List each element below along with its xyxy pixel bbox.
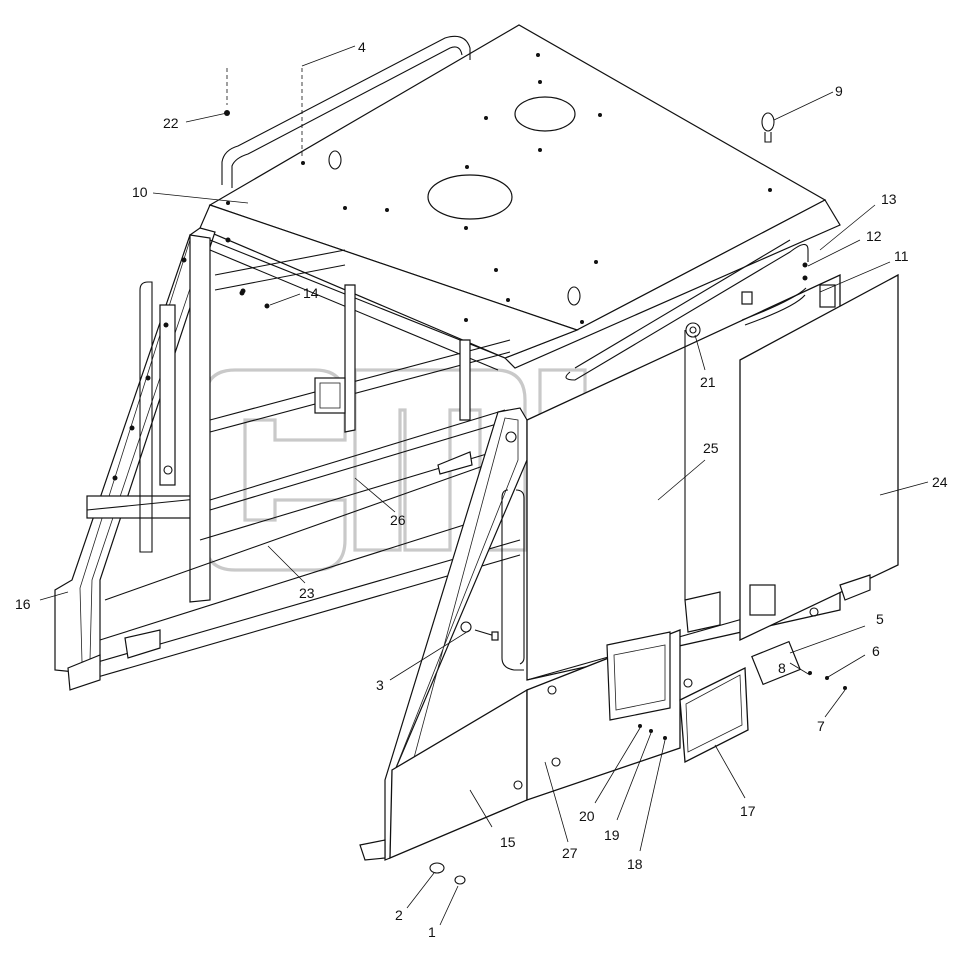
callout-12: 12: [866, 228, 882, 244]
lower-panel: [389, 607, 819, 859]
side-panel: [526, 273, 899, 681]
callout-27: 27: [562, 845, 578, 861]
rear-frame: [54, 227, 521, 691]
callout-21: 21: [700, 374, 716, 390]
roof-handrail: [221, 35, 809, 381]
callout-10: 10: [132, 184, 148, 200]
callout-13: 13: [881, 191, 897, 207]
callout-6: 6: [872, 643, 880, 659]
callout-2: 2: [395, 907, 403, 923]
access-cover-17: [679, 666, 749, 764]
callout-16: 16: [15, 596, 31, 612]
roof-holes: [226, 53, 772, 324]
callout-4: 4: [358, 39, 366, 55]
callout-5: 5: [876, 611, 884, 627]
callout-24: 24: [932, 474, 948, 490]
callout-7: 7: [817, 718, 825, 734]
callout-18: 18: [627, 856, 643, 872]
callout-3: 3: [376, 677, 384, 693]
callout-11: 11: [894, 248, 909, 264]
callout-14: 14: [303, 285, 319, 301]
callout-25: 25: [703, 440, 719, 456]
callout-17: 17: [740, 803, 756, 819]
callout-15: 15: [500, 834, 516, 850]
callout-8: 8: [778, 660, 786, 676]
small-parts: [224, 110, 847, 885]
callout-20: 20: [579, 808, 595, 824]
panel-bolts: [513, 607, 819, 790]
callout-22: 22: [163, 115, 179, 131]
callout-23: 23: [299, 585, 315, 601]
leader-lines: [39, 45, 929, 926]
axis-lines: [226, 68, 303, 158]
callout-9: 9: [835, 83, 843, 99]
callout-26: 26: [390, 512, 406, 528]
lifting-eye-icon: [328, 112, 775, 306]
callout-1: 1: [428, 924, 436, 940]
roof-panel: [199, 24, 841, 369]
callout-19: 19: [604, 827, 620, 843]
callout-labels: 1 2 3 4 5 6 7 8 9 10 11 12 13 14 15 16 1…: [15, 39, 948, 940]
